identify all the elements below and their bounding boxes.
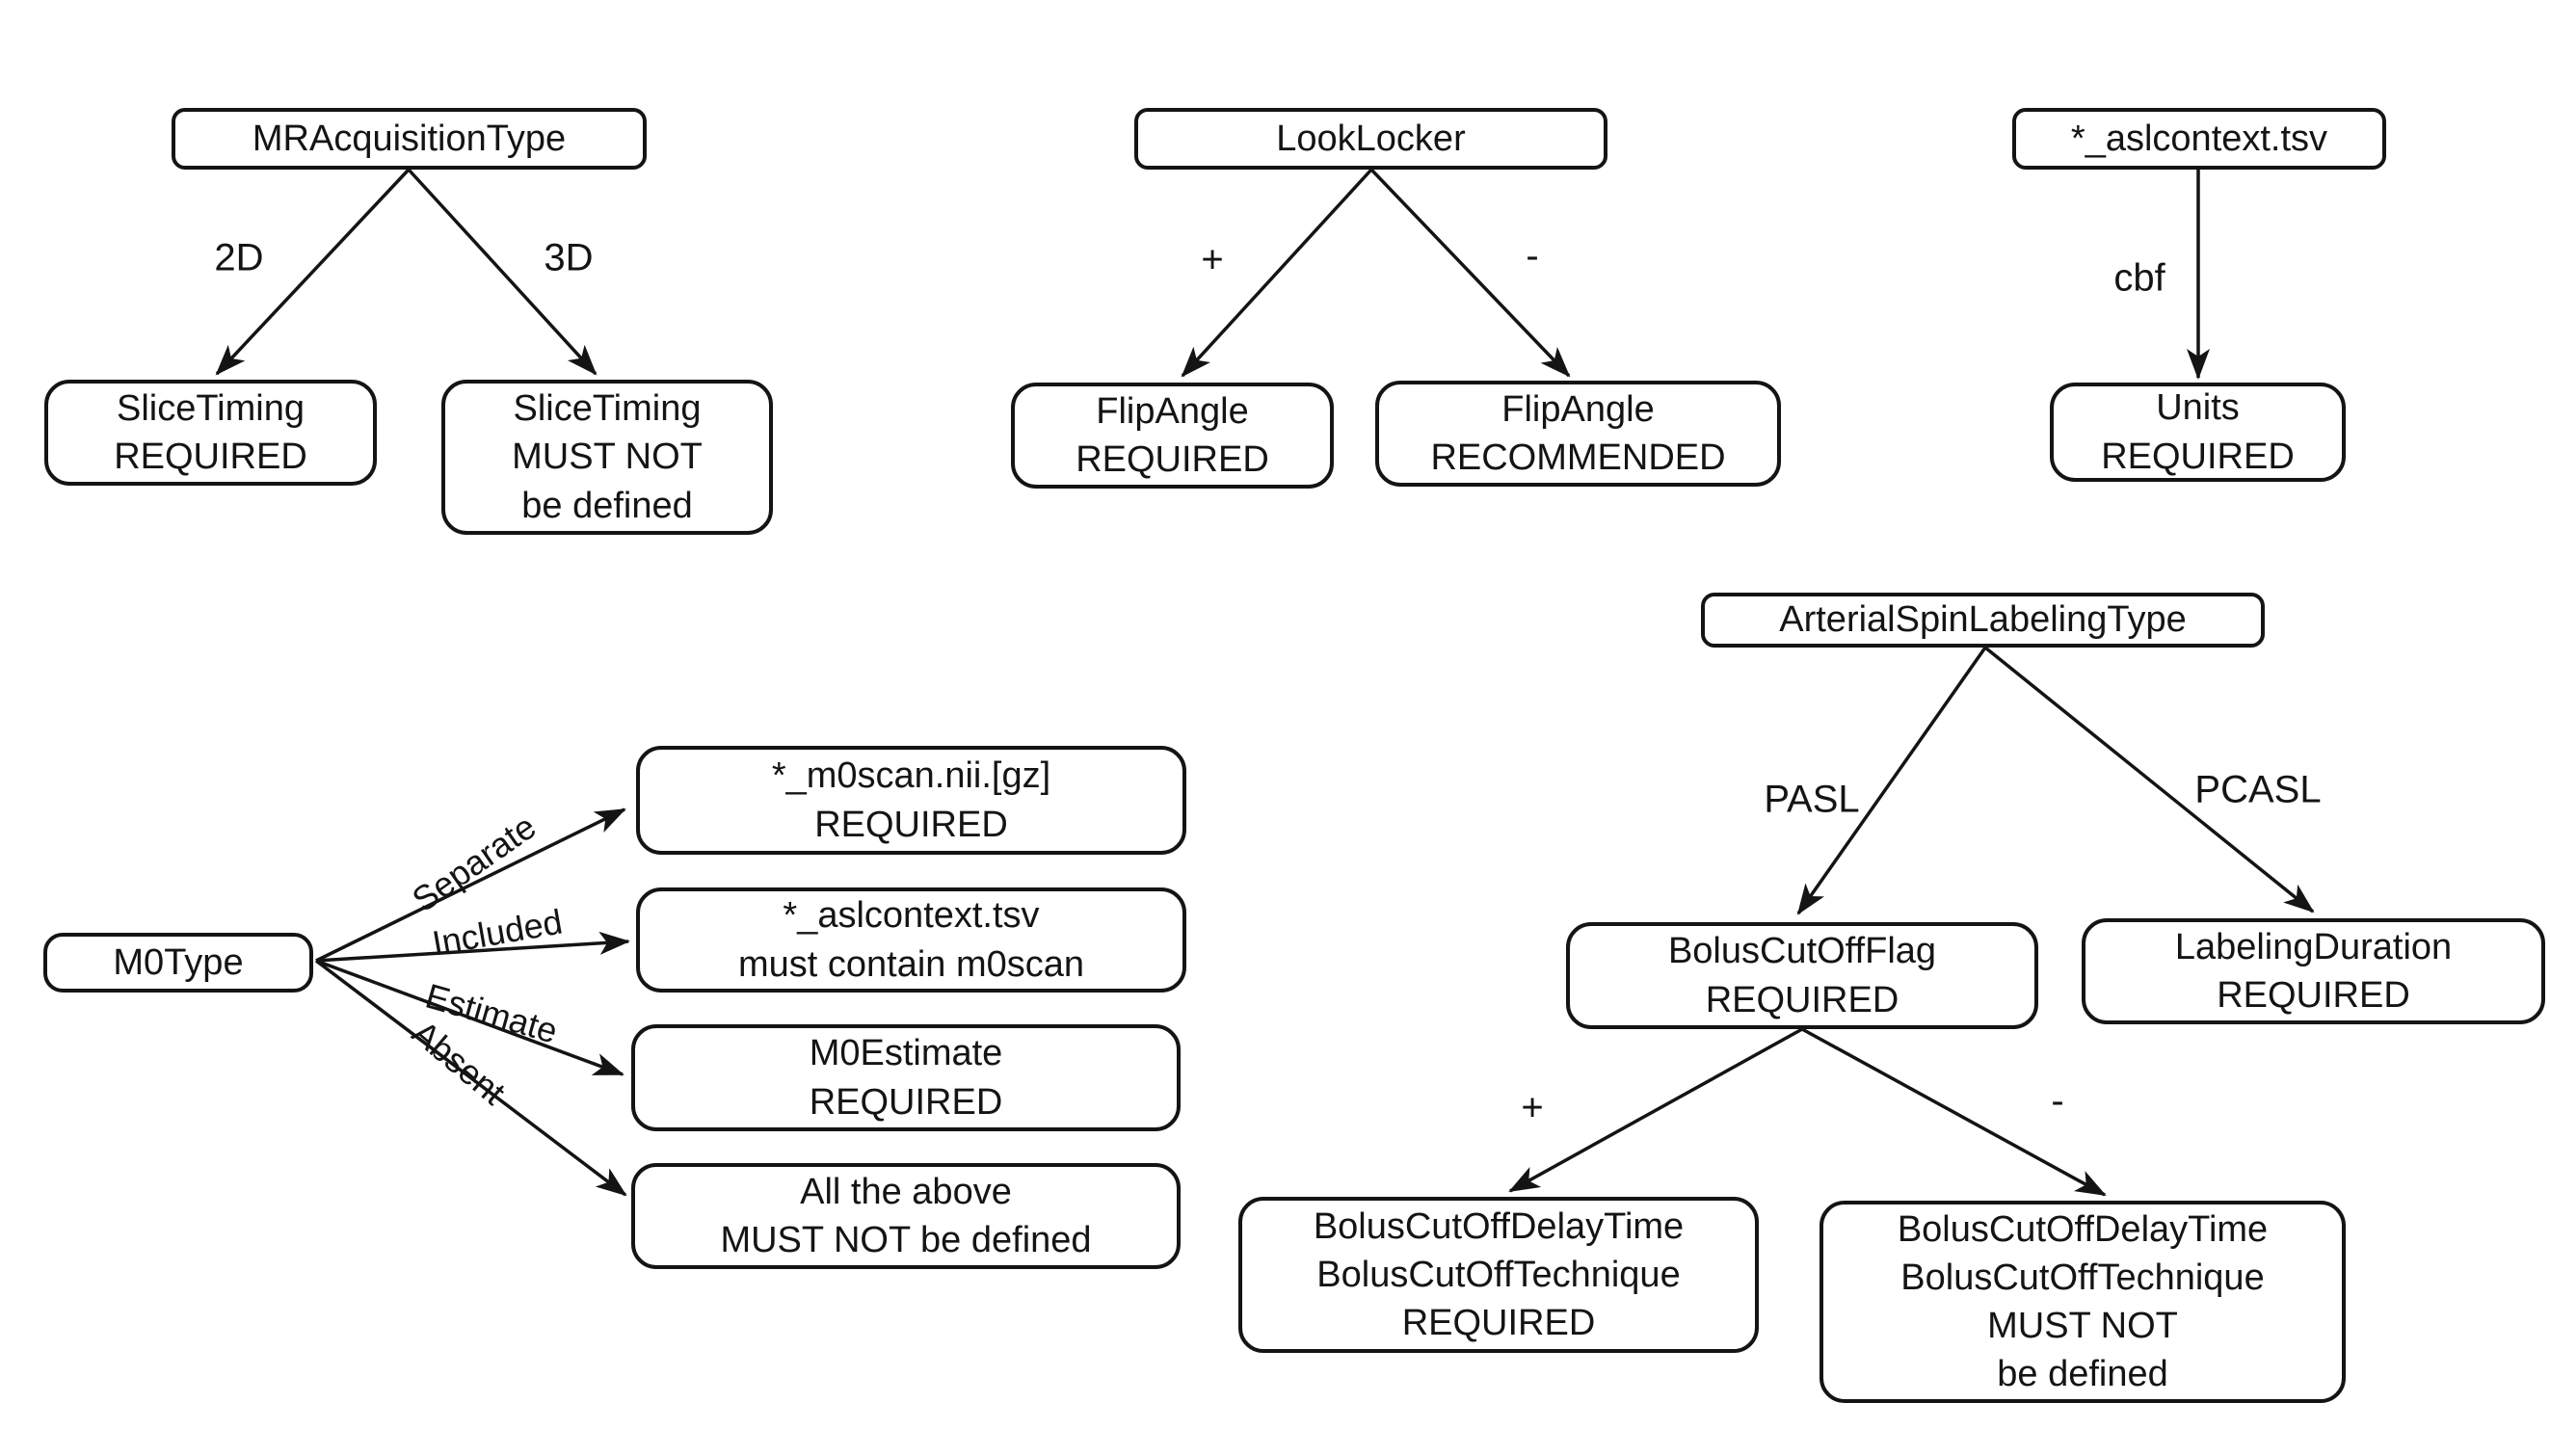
- node-units-required: Units REQUIRED: [2050, 383, 2346, 482]
- edge-asl-pasl-arrow: [1796, 646, 1987, 915]
- node-mracquisitiontype: MRAcquisitionType: [172, 108, 647, 170]
- node-m0estimate-required: M0Estimate REQUIRED: [631, 1024, 1181, 1131]
- edge-m0-absent-arrow: [314, 959, 627, 1197]
- edge-bcf-minus-arrow: [1801, 1027, 2107, 1197]
- edge-mra-2d-arrow: [215, 168, 411, 376]
- node-boluscutoff-required: BolusCutOffDelayTime BolusCutOffTechniqu…: [1238, 1197, 1759, 1353]
- edge-label-2d: 2D: [214, 236, 264, 279]
- edge-label-looklocker-plus: +: [1201, 238, 1224, 281]
- node-slicetiming-required: SliceTiming REQUIRED: [44, 380, 377, 486]
- edge-mra-3d-arrow: [407, 168, 598, 376]
- node-aslcontext-must-contain-m0scan: *_aslcontext.tsv must contain m0scan: [636, 887, 1186, 993]
- node-m0scan-required: *_m0scan.nii.[gz] REQUIRED: [636, 746, 1186, 855]
- edge-label-bolus-plus: +: [1521, 1086, 1544, 1129]
- edge-m0-included-arrow: [315, 931, 630, 963]
- edge-ll-plus-arrow: [1181, 168, 1373, 378]
- edge-m0-separate-arrow: [315, 807, 626, 963]
- node-slicetiming-must-not: SliceTiming MUST NOT be defined: [441, 380, 773, 535]
- node-boluscutoffflag-required: BolusCutOffFlag REQUIRED: [1566, 922, 2038, 1029]
- edge-label-pasl: PASL: [1764, 778, 1860, 821]
- edge-bcf-plus-arrow: [1508, 1027, 1803, 1193]
- node-arterialspinlabelingtype: ArterialSpinLabelingType: [1701, 593, 2265, 648]
- edge-asl-pcasl-arrow: [1983, 646, 2315, 913]
- edge-label-cbf: cbf: [2113, 256, 2165, 300]
- edge-label-3d: 3D: [544, 236, 594, 279]
- node-flipangle-required: FlipAngle REQUIRED: [1011, 383, 1334, 489]
- node-flipangle-recommended: FlipAngle RECOMMENDED: [1375, 381, 1781, 487]
- node-aslcontext-tsv: *_aslcontext.tsv: [2012, 108, 2386, 170]
- edge-label-bolus-minus: -: [2051, 1079, 2064, 1123]
- edge-label-pcasl: PCASL: [2194, 768, 2322, 811]
- node-looklocker: LookLocker: [1134, 108, 1607, 170]
- edge-ll-minus-arrow: [1369, 168, 1571, 378]
- node-boluscutoff-must-not: BolusCutOffDelayTime BolusCutOffTechniqu…: [1820, 1201, 2346, 1403]
- edge-label-looklocker-minus: -: [1526, 234, 1539, 278]
- node-labelingduration-required: LabelingDuration REQUIRED: [2082, 918, 2545, 1024]
- node-all-above-must-not: All the above MUST NOT be defined: [631, 1163, 1181, 1269]
- edge-m0-estimate-arrow: [315, 959, 624, 1076]
- node-m0type: M0Type: [43, 933, 313, 993]
